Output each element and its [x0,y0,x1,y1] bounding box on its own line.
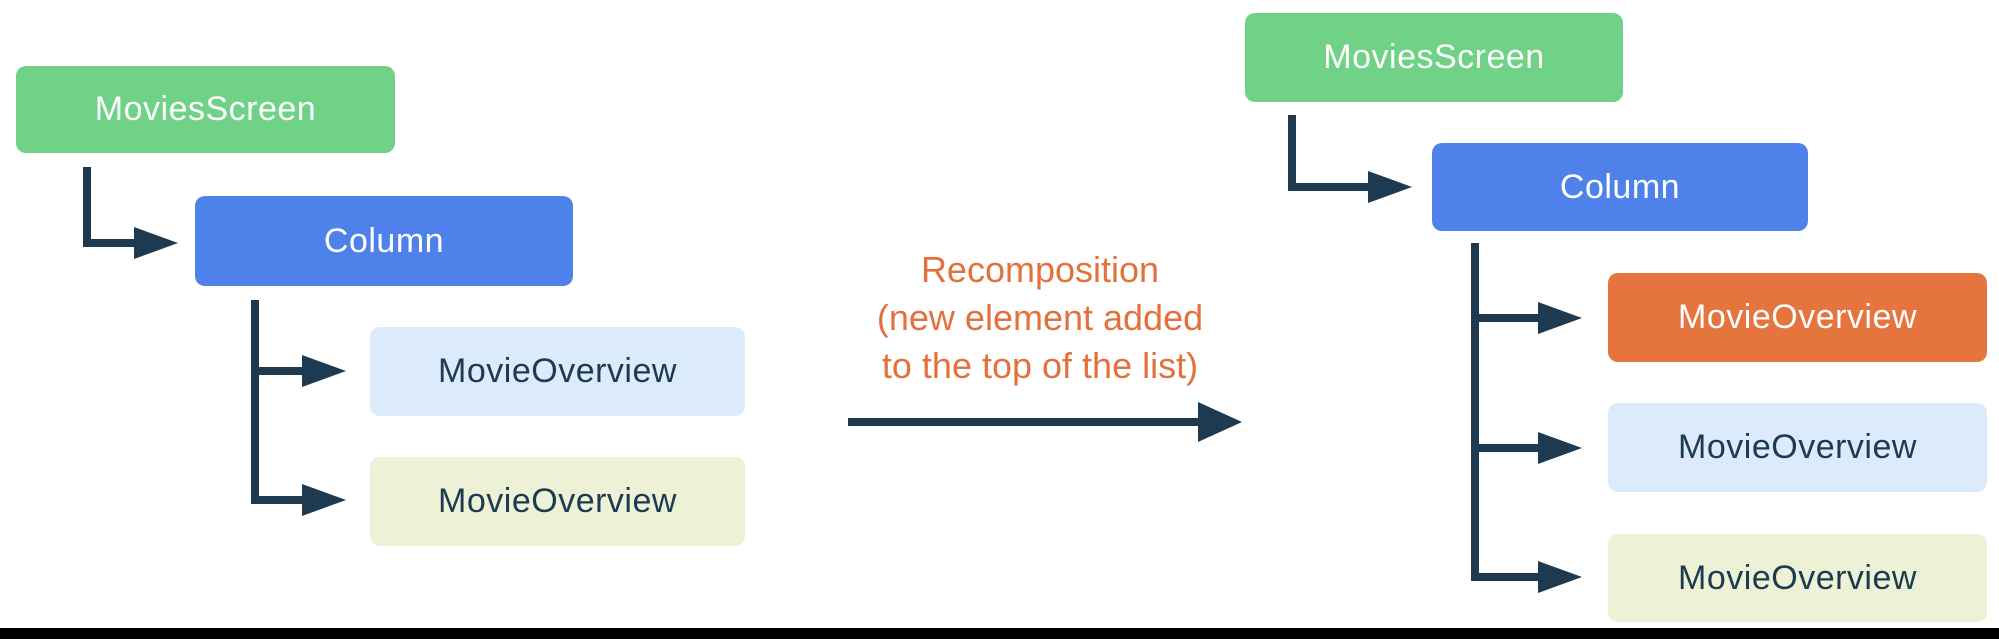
left-child1-connector-hline [251,367,304,375]
arrowhead-icon [1538,561,1582,593]
arrowhead-icon [1538,302,1582,334]
recomposition-arrow-head-icon [1198,402,1242,442]
right-child1-connector-hline [1471,314,1540,322]
right-column-label: Column [1559,167,1681,206]
right-movie-overview-label-3: MovieOverview [1678,558,1917,597]
right-movie-overview-node-new: MovieOverview [1608,273,1987,362]
left-movie-overview-label-1: MovieOverview [438,352,677,390]
bottom-border [0,628,1999,639]
right-movie-overview-label-new: MovieOverview [1678,298,1917,336]
arrowhead-icon [1538,432,1582,464]
right-column-node: Column [1432,143,1808,231]
left-movies-screen-node: MoviesScreen [16,66,395,153]
left-column-connector-vline [251,300,259,504]
right-column-connector-vline [1471,243,1479,581]
annotation-line-3: to the top of the list) [881,345,1199,386]
left-child2-connector-hline [251,496,304,504]
recomposition-annotation: Recomposition (new element added to the … [790,246,1290,390]
right-movies-screen-node: MoviesScreen [1245,13,1623,102]
right-movies-screen-label: MoviesScreen [1323,38,1545,76]
right-movie-overview-node-2: MovieOverview [1608,403,1987,492]
arrowhead-icon [134,227,178,259]
arrowhead-icon [1368,171,1412,203]
right-root-connector-hline [1288,183,1370,191]
left-column-node: Column [195,196,573,286]
left-movie-overview-label-2: MovieOverview [438,482,677,520]
left-movie-overview-node-2: MovieOverview [370,457,745,546]
left-movies-screen-label: MoviesScreen [94,90,317,128]
left-root-connector-hline [83,239,136,247]
left-column-label: Column [323,221,445,260]
arrowhead-icon [302,355,346,387]
right-movie-overview-label-2: MovieOverview [1678,428,1917,466]
right-movie-overview-node-3: MovieOverview [1608,534,1987,622]
arrowhead-icon [302,484,346,516]
right-root-connector-vline [1288,115,1296,191]
right-child2-connector-hline [1471,444,1540,452]
right-child3-connector-hline [1471,573,1540,581]
left-root-connector-vline [83,167,91,247]
annotation-line-2: (new element added [876,297,1204,338]
left-movie-overview-node-1: MovieOverview [370,327,745,416]
recomposition-arrow-shaft [848,418,1200,426]
annotation-line-1: Recomposition [920,249,1160,290]
